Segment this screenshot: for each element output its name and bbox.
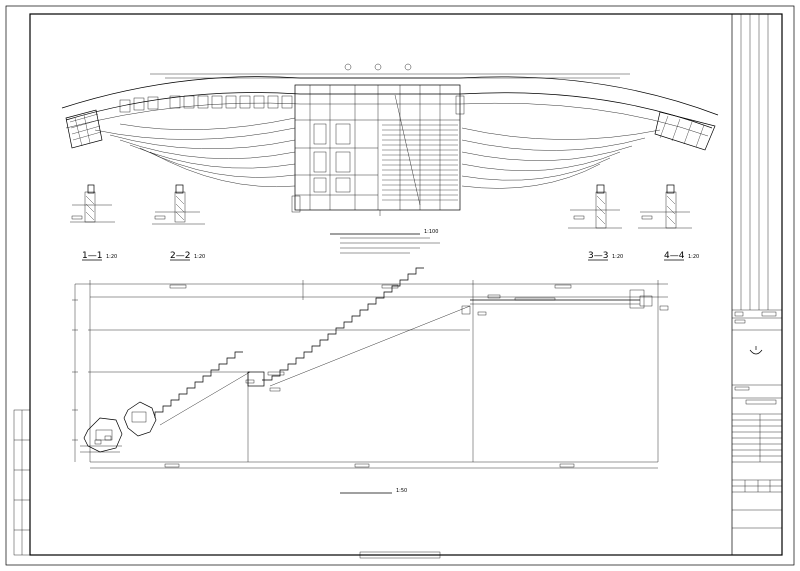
mid-landing — [245, 371, 285, 392]
section-scale-3: 1:20 — [612, 254, 623, 260]
drawing-frame — [29, 13, 783, 556]
binding-strip — [13, 409, 31, 556]
title-block — [731, 13, 783, 556]
upper-platform — [461, 289, 669, 316]
section-label-3: 3—3 — [588, 251, 608, 261]
section-scale-1: 1:20 — [106, 254, 117, 260]
frame-ticks — [359, 13, 441, 559]
stand-inner-edge — [65, 92, 713, 129]
central-building-plan — [291, 84, 465, 216]
stand-elevation-view: 1:50 — [72, 267, 669, 494]
section-detail-4: 4—4 1:20 — [638, 184, 699, 261]
plan-axis-marks — [150, 63, 630, 79]
outer-border — [5, 5, 795, 566]
elevation-scale: 1:50 — [396, 488, 407, 494]
elevation-title-block: 1:50 — [340, 488, 407, 494]
section-label-4: 4—4 — [664, 251, 685, 261]
revision-cloud-detail — [80, 401, 157, 453]
plan-scale: 1:100 — [424, 229, 438, 235]
hatched-end-right — [654, 111, 716, 151]
seat-rows-right — [461, 127, 661, 140]
stand-plan-view: 1:100 — [61, 63, 719, 254]
section-scale-2: 1:20 — [194, 254, 205, 260]
section-label-2: 2—2 — [170, 251, 190, 261]
section-scale-4: 1:20 — [688, 254, 699, 260]
hatched-end-left — [65, 109, 103, 149]
seat-rows-left — [94, 127, 296, 140]
plan-cells-left — [119, 95, 293, 113]
section-detail-2: 2—2 1:20 — [152, 184, 205, 261]
plan-title-block: 1:100 — [330, 229, 440, 254]
stair-profile — [154, 267, 424, 418]
section-detail-3: 3—3 1:20 — [568, 184, 623, 261]
section-label-1: 1—1 — [82, 251, 102, 261]
stand-outer-edge — [61, 76, 719, 116]
company-logo-icon — [749, 346, 763, 355]
section-detail-1: 1—1 1:20 — [70, 184, 117, 261]
